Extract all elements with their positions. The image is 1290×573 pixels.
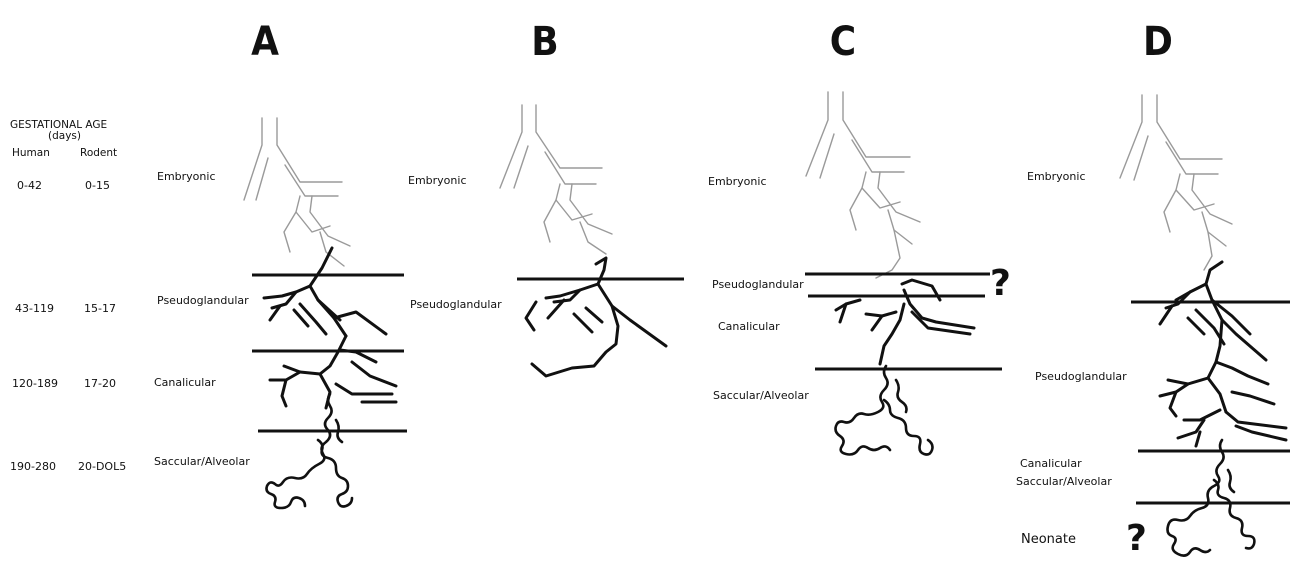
panel-a-airway-tree (244, 118, 396, 508)
panel-b-airway-tree (500, 105, 666, 376)
panel-d-airway-tree (1120, 95, 1286, 556)
